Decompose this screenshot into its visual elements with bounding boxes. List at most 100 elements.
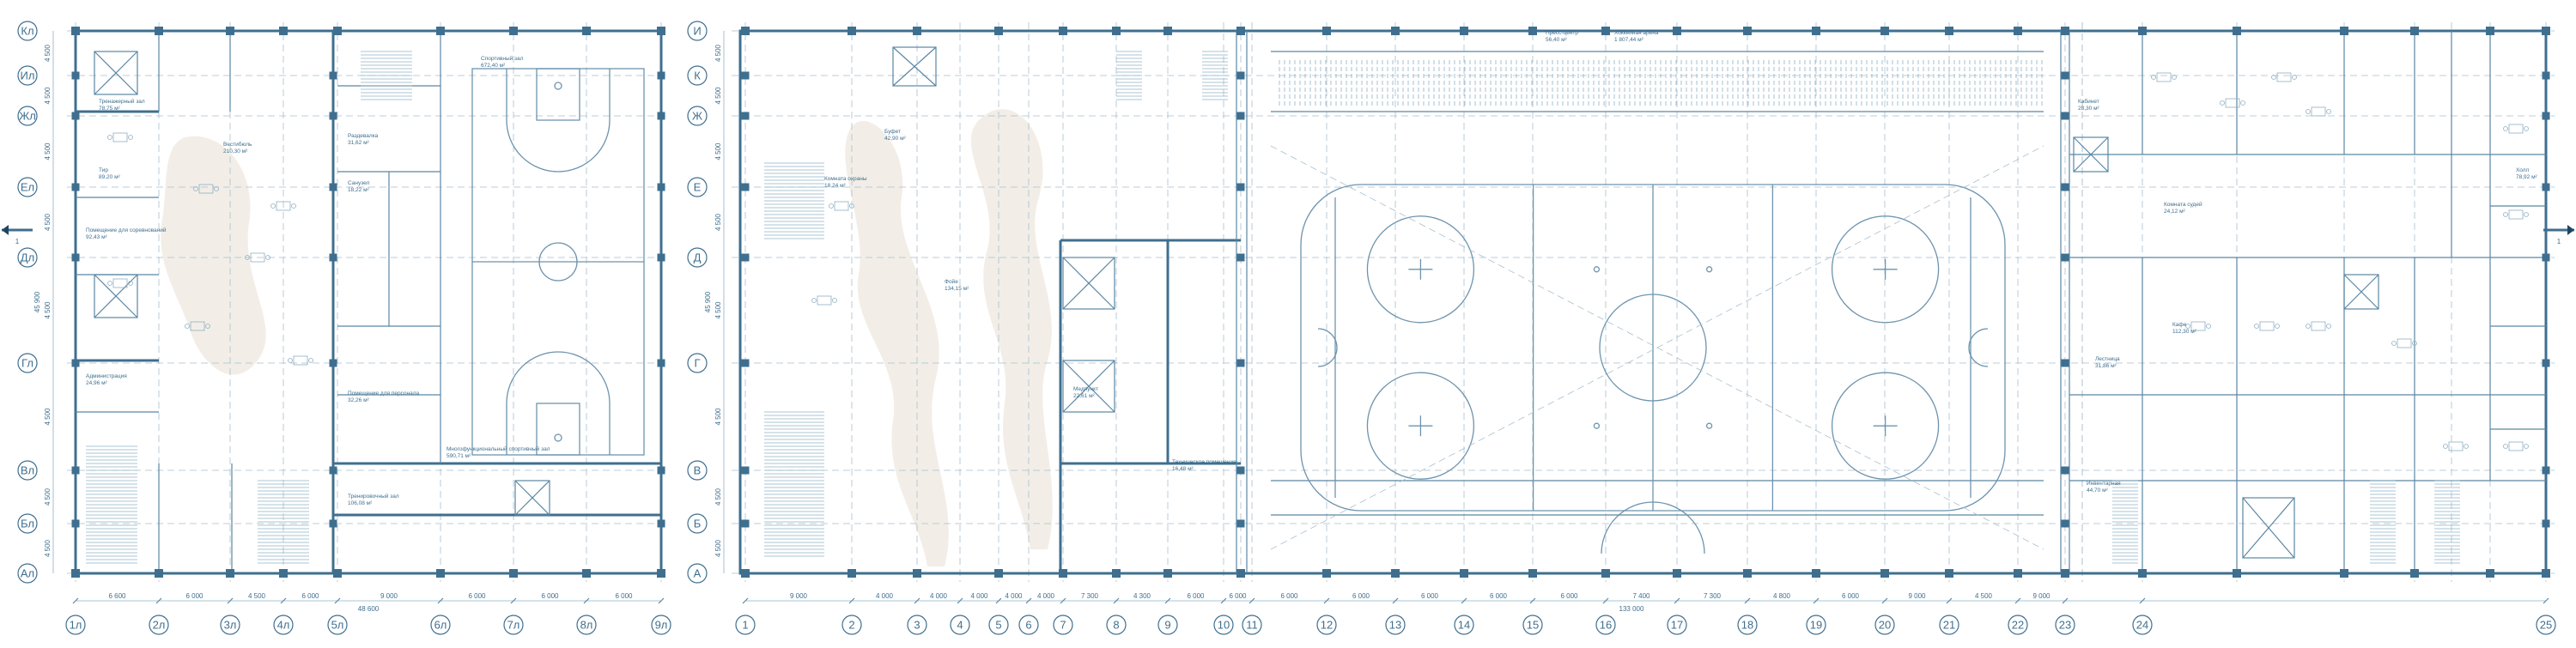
chair-b-2	[214, 186, 219, 191]
column-668-9	[741, 569, 750, 578]
dim-main-value-6: 7 300	[1081, 592, 1099, 600]
column-mid-218-5	[2061, 183, 2069, 191]
column-668-1	[155, 569, 163, 578]
dim-vert-mid-value-7: 4 500	[714, 539, 722, 557]
deco-curve-1	[845, 121, 949, 566]
axis-col-main-21-circle	[2008, 615, 2028, 635]
chair-a-4	[245, 255, 250, 260]
column-36-22	[1673, 27, 1681, 35]
hockey-rink	[471, 68, 2044, 554]
column-668-10	[848, 569, 856, 578]
axis-row-left-8-circle	[17, 563, 38, 584]
elevator-x2-6	[2343, 274, 2379, 310]
room-area-9: 106,08 м²	[348, 500, 373, 506]
room-area-11: 18,24 м²	[824, 183, 847, 189]
axis-row-left-3-label: Ел	[21, 181, 34, 194]
chair-a-7	[811, 298, 817, 303]
room-name-7: Спортивный зал	[481, 55, 524, 62]
chair-b-7	[832, 298, 837, 303]
table-19	[2508, 209, 2524, 220]
walls	[71, 27, 2550, 578]
dim-main-value-5: 4 000	[1037, 592, 1055, 600]
axis-col-main-8-label: 9	[1164, 619, 1170, 632]
decorative-curves	[161, 109, 1053, 566]
column-36-20	[1528, 27, 1537, 35]
dim-main-value-19: 9 000	[1908, 592, 1926, 600]
axis-row-left-4-label: Дл	[21, 251, 34, 264]
axis-col-main-4-circle	[988, 615, 1009, 635]
column-mid-548-1	[329, 466, 337, 475]
dim-main-tick-1	[848, 597, 855, 604]
axis-col-main-1-circle	[841, 615, 862, 635]
axis-col-main-11-label: 12	[1321, 619, 1333, 632]
axis-col-left-6-circle	[503, 615, 524, 635]
dim-main-value-7: 4 300	[1133, 592, 1151, 600]
dim-vert-mid-value-6: 4 500	[714, 488, 722, 506]
column-36-27	[2014, 27, 2022, 35]
room-name-21: Кафе	[2172, 322, 2187, 328]
column-mid-135-0	[71, 112, 80, 120]
axis-col-main-5-circle	[1018, 615, 1039, 635]
chair-a-14	[2254, 324, 2259, 329]
axis-col-main-17-label: 18	[1741, 619, 1753, 632]
chair-a-18	[2503, 444, 2508, 449]
room-name-6: Администрация	[86, 373, 127, 379]
column-36-32	[2410, 27, 2419, 35]
section-mark-right-label: 1	[2557, 238, 2561, 245]
axis-col-main-10-circle	[1242, 615, 1262, 635]
dim-main-tick-23	[2139, 597, 2146, 604]
dim-main-value-21: 9 000	[2032, 592, 2050, 600]
dim-vert-mid-value-2: 4 500	[714, 142, 722, 160]
table-5	[276, 201, 291, 211]
dim-vert-mid-value-1: 4 500	[714, 87, 722, 105]
dim-main-tick-5	[1025, 597, 1032, 604]
dim-main-value-1: 4 000	[876, 592, 894, 600]
dim-main-value-16: 7 300	[1704, 592, 1722, 600]
elevator-0	[94, 51, 138, 95]
dim-left-tick-5	[437, 597, 444, 604]
chair-a-12	[2306, 109, 2311, 114]
axis-col-main-1-label: 2	[848, 619, 854, 632]
diagonal-2	[1270, 145, 2044, 550]
column-668-24	[1812, 569, 1820, 578]
bench-arc	[1601, 501, 1705, 554]
room-area-13: 134,15 м²	[945, 286, 969, 292]
axis-row-left-6-circle	[17, 460, 38, 481]
elevator-x2-3	[1062, 257, 1115, 310]
dim-main-total: 133 000	[1619, 605, 1644, 613]
axis-row-mid-2-circle	[687, 106, 708, 126]
column-mid-610-0	[71, 519, 80, 528]
table-10	[2225, 98, 2240, 108]
axis-row-left-7-label: Бл	[21, 518, 34, 530]
hoop-bottom-icon	[554, 433, 562, 442]
column-mid-218-3	[741, 183, 750, 191]
column-mid-135-4	[1236, 112, 1245, 120]
column-mid-88-5	[2061, 71, 2069, 80]
axis-col-left-7-label: 8л	[580, 619, 593, 632]
room-name-20: Лестница	[2095, 356, 2120, 362]
elevator-x2-1	[94, 274, 138, 318]
table-8	[834, 201, 849, 211]
chair-b-17	[2464, 444, 2469, 449]
deco-curve-0	[161, 136, 266, 375]
column-36-23	[1743, 27, 1752, 35]
room-name-3: Вестибюль	[223, 141, 252, 148]
elevator-x2-4	[1062, 360, 1115, 413]
axis-col-main-4-label: 5	[995, 619, 1001, 632]
room-area-2: 92,43 м²	[86, 234, 108, 240]
table-18	[2508, 441, 2524, 451]
faceoff-dot-1	[1593, 422, 1601, 429]
column-mid-300-6	[2542, 253, 2550, 262]
faceoff-circle-2	[1831, 215, 1940, 324]
dim-main-tick-17	[1744, 597, 1751, 604]
room-name-18: Медпункт	[1073, 386, 1098, 392]
column-mid-610-6	[2542, 519, 2550, 528]
column-36-18	[1391, 27, 1400, 35]
column-mid-218-1	[329, 183, 337, 191]
chair-a-20	[2503, 126, 2508, 131]
chair-b-15	[2326, 324, 2331, 329]
goal-crease-right	[1968, 328, 1989, 367]
dim-main-tick-10	[1249, 597, 1255, 604]
axis-row-left-4-circle	[17, 247, 38, 268]
room-area-22: 78,92 м²	[2516, 174, 2538, 180]
